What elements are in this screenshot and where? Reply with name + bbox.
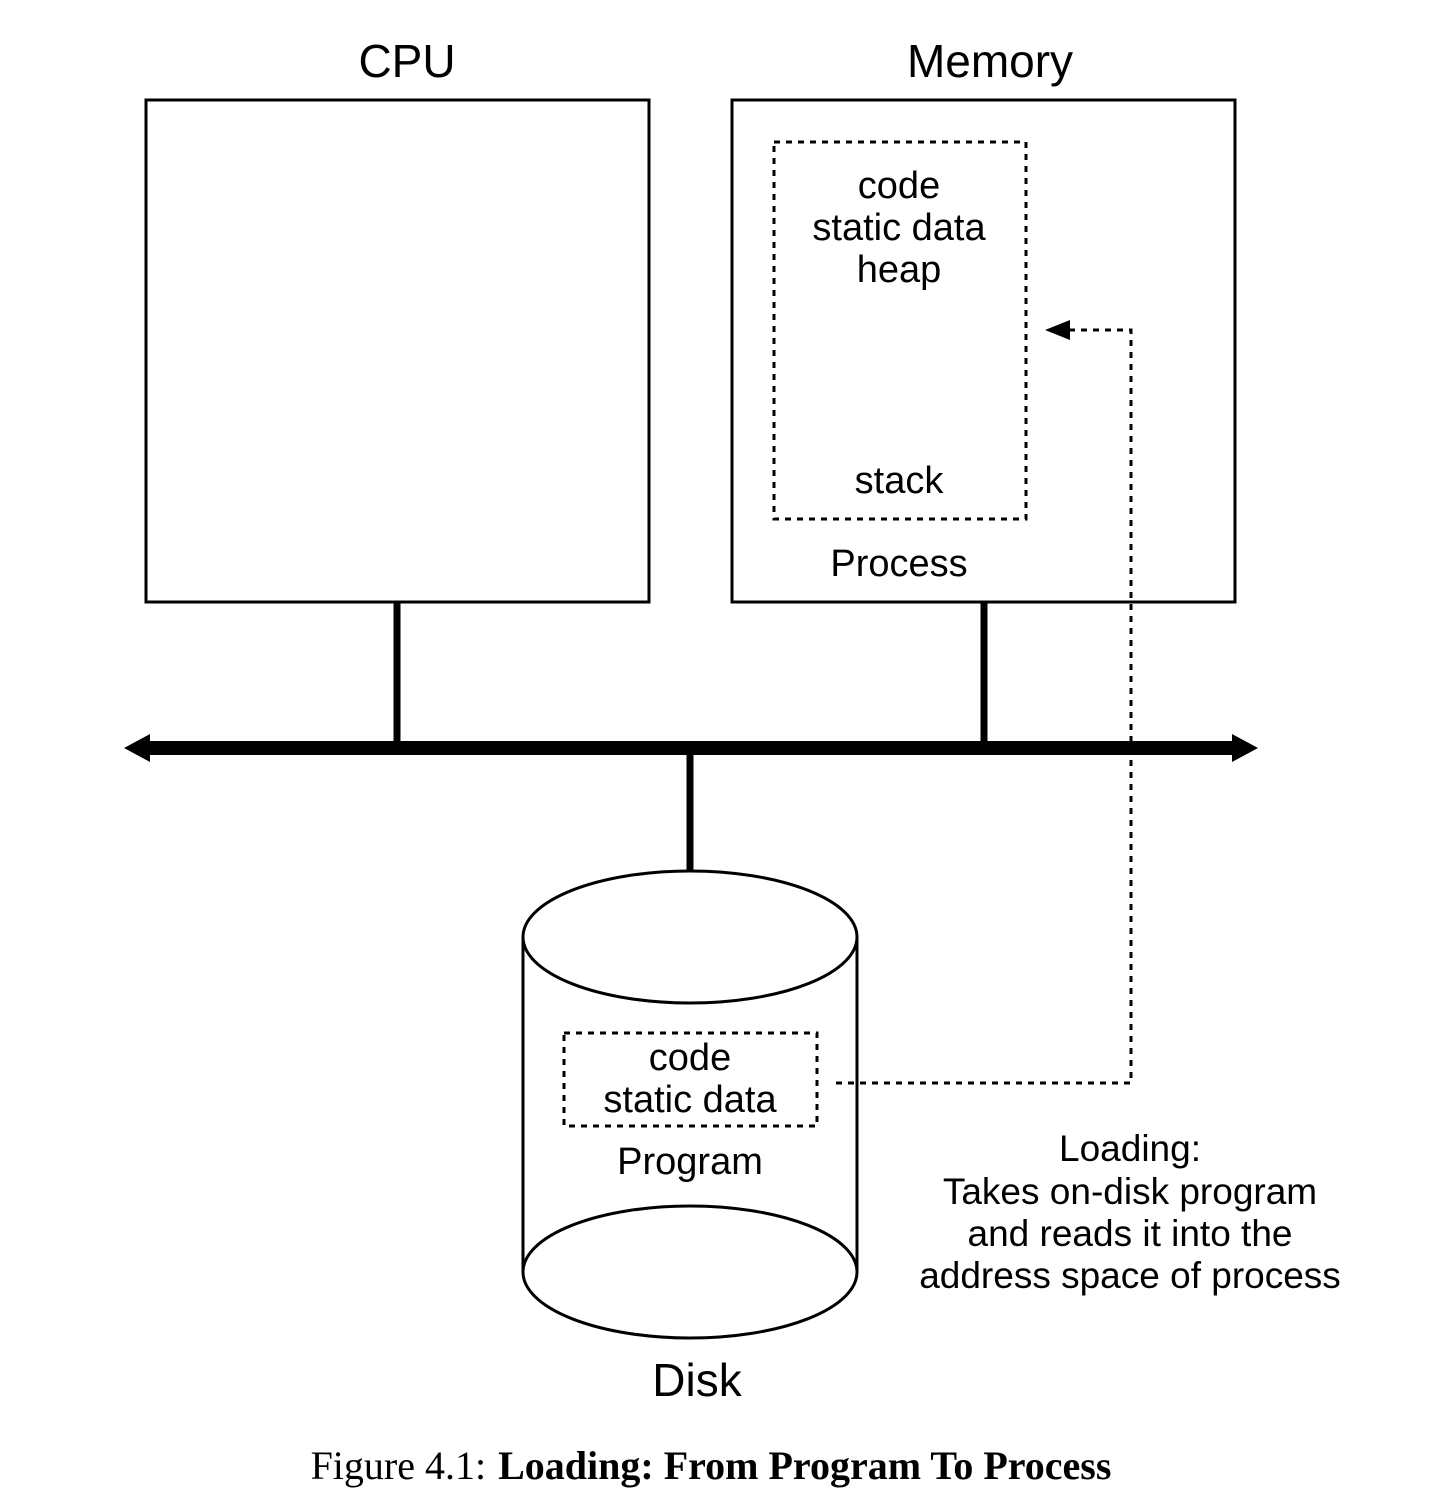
loading-arrowhead bbox=[1045, 320, 1070, 340]
program-label: Program bbox=[617, 1141, 763, 1183]
figure-caption: Figure 4.1:Loading: From Program To Proc… bbox=[311, 1443, 1112, 1488]
loading-note-line-4: address space of process bbox=[919, 1255, 1341, 1296]
bus-right-arrowhead bbox=[1232, 734, 1258, 762]
loading-note-line-3: and reads it into the bbox=[968, 1213, 1293, 1254]
loading-arrow-path bbox=[836, 328, 1133, 1085]
process-segment-stack: stack bbox=[855, 460, 945, 502]
program-box bbox=[562, 1031, 819, 1128]
process-segment-heap: heap bbox=[857, 249, 942, 291]
figure-caption-prefix: Figure 4.1: bbox=[311, 1443, 487, 1488]
process-segment-static-data: static data bbox=[812, 207, 986, 249]
disk-top bbox=[521, 869, 859, 1005]
figure-caption-title: Loading: From Program To Process bbox=[498, 1443, 1111, 1488]
bus-left-arrowhead bbox=[124, 734, 150, 762]
loading-note-line-1: Loading: bbox=[1059, 1128, 1201, 1169]
cpu-box bbox=[144, 98, 651, 604]
disk-bottom bbox=[521, 1204, 859, 1340]
loading-note-line-2: Takes on-disk program bbox=[943, 1171, 1317, 1212]
process-box bbox=[772, 140, 1028, 521]
process-label: Process bbox=[830, 543, 967, 585]
program-segment-code: code bbox=[649, 1037, 731, 1079]
memory-label: Memory bbox=[907, 35, 1073, 87]
memory-box bbox=[730, 98, 1237, 604]
program-segment-static-data: static data bbox=[603, 1079, 777, 1121]
process-segment-code: code bbox=[858, 165, 940, 207]
disk-label: Disk bbox=[652, 1354, 742, 1406]
cpu-label: CPU bbox=[358, 35, 455, 87]
